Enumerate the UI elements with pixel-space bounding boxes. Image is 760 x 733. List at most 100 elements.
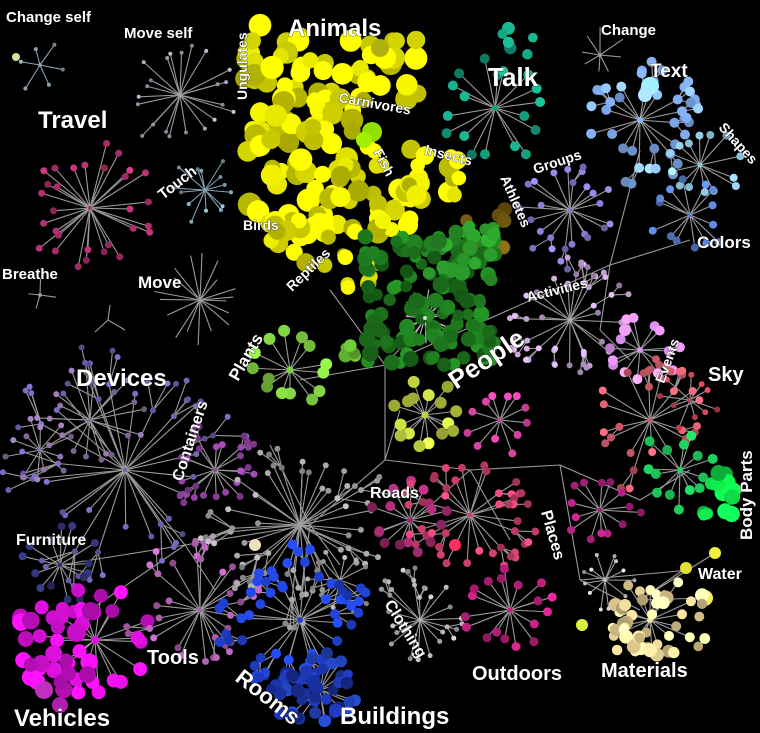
- tree-edge: [409, 519, 442, 526]
- tree-node: [699, 633, 711, 644]
- tree-node: [68, 522, 77, 530]
- tree-edge: [648, 386, 651, 421]
- tree-edge: [679, 458, 713, 471]
- tree-node: [342, 555, 348, 560]
- tree-node: [243, 438, 251, 446]
- tree-edge: [530, 209, 571, 221]
- tree-node: [437, 638, 443, 644]
- tree-node: [31, 569, 40, 578]
- tree-node: [332, 617, 343, 628]
- tree-edge: [39, 436, 72, 451]
- tree-edge: [177, 609, 201, 649]
- tree-edge: [588, 272, 605, 288]
- label-materials: Materials: [601, 660, 688, 682]
- tree-edge: [35, 294, 41, 309]
- tree-node: [204, 48, 209, 53]
- tree-edge: [299, 524, 342, 551]
- tree-edge: [276, 448, 283, 468]
- tree-edge: [583, 482, 601, 511]
- tree-node: [43, 478, 50, 485]
- tree-edge: [204, 184, 225, 191]
- tree-node: [693, 103, 704, 114]
- tree-edge: [569, 319, 603, 343]
- tree-node: [685, 97, 696, 108]
- tree-edge: [64, 469, 126, 516]
- tree-node: [244, 610, 255, 621]
- tree-node: [406, 234, 423, 251]
- tree-node: [197, 555, 205, 563]
- label-buildings: Buildings: [340, 703, 449, 730]
- tree-node: [129, 224, 137, 232]
- tree-node: [319, 485, 326, 492]
- tree-node: [70, 448, 77, 454]
- tree-edge: [156, 605, 201, 611]
- tree-node: [654, 325, 665, 336]
- tree-node: [466, 149, 477, 160]
- tree-edge: [214, 469, 227, 493]
- tree-edge: [499, 419, 513, 454]
- tree-edge: [583, 571, 606, 581]
- tree-node: [124, 630, 132, 637]
- tree-node: [461, 308, 474, 321]
- tree-edge: [230, 524, 301, 533]
- tree-node: [512, 478, 521, 486]
- tree-node: [126, 166, 134, 174]
- tree-edge: [283, 330, 291, 371]
- tree-node: [702, 409, 709, 416]
- tree-node: [418, 498, 427, 506]
- tree-node: [441, 506, 452, 516]
- tree-edge: [89, 207, 109, 246]
- tree-node: [151, 122, 156, 127]
- tree-node: [192, 482, 200, 490]
- tree-node: [314, 571, 325, 582]
- tree-node: [609, 623, 622, 636]
- tree-node: [436, 550, 445, 559]
- tree-edge: [270, 592, 301, 621]
- tree-edge: [452, 85, 496, 109]
- tree-edge: [569, 186, 588, 211]
- tree-node: [603, 578, 607, 582]
- tree-node: [388, 641, 394, 647]
- tree-node: [513, 580, 523, 590]
- label-tools: Tools: [147, 647, 199, 669]
- tree-edge: [61, 419, 91, 436]
- tree-node: [363, 550, 370, 557]
- tree-node: [265, 587, 276, 598]
- tree-node: [731, 182, 740, 190]
- tree-edge: [689, 189, 714, 216]
- tree-node: [632, 374, 643, 385]
- tree-node: [197, 398, 204, 405]
- tree-edge: [204, 189, 223, 207]
- tree-node: [299, 665, 314, 680]
- tree-edge: [299, 524, 361, 531]
- tree-node: [320, 594, 331, 605]
- tree-edge: [108, 350, 114, 385]
- tree-node: [382, 578, 388, 584]
- tree-node: [586, 128, 597, 139]
- tree-node: [229, 190, 233, 195]
- tree-edge: [599, 509, 609, 534]
- tree-edge: [269, 338, 291, 371]
- tree-edge: [94, 639, 115, 681]
- tree-edge: [199, 609, 216, 638]
- tree-node: [412, 547, 423, 558]
- tree-edge: [469, 514, 480, 551]
- tree-node: [299, 591, 306, 598]
- tree-node: [86, 576, 93, 583]
- tree-edge: [666, 379, 691, 401]
- tree-node: [224, 413, 231, 420]
- tree-edge: [509, 609, 517, 647]
- tree-edge: [503, 568, 511, 611]
- tree-node: [20, 474, 26, 481]
- tree-edge: [39, 449, 45, 470]
- tree-node: [84, 559, 93, 568]
- tree-node: [648, 448, 657, 456]
- tree-node: [408, 292, 425, 310]
- tree-edge: [40, 423, 126, 471]
- tree-node: [225, 648, 233, 656]
- tree-node: [276, 77, 293, 94]
- tree-edge: [152, 383, 177, 411]
- tree-node: [205, 512, 212, 519]
- tree-edge: [526, 295, 571, 321]
- tree-node: [486, 227, 501, 241]
